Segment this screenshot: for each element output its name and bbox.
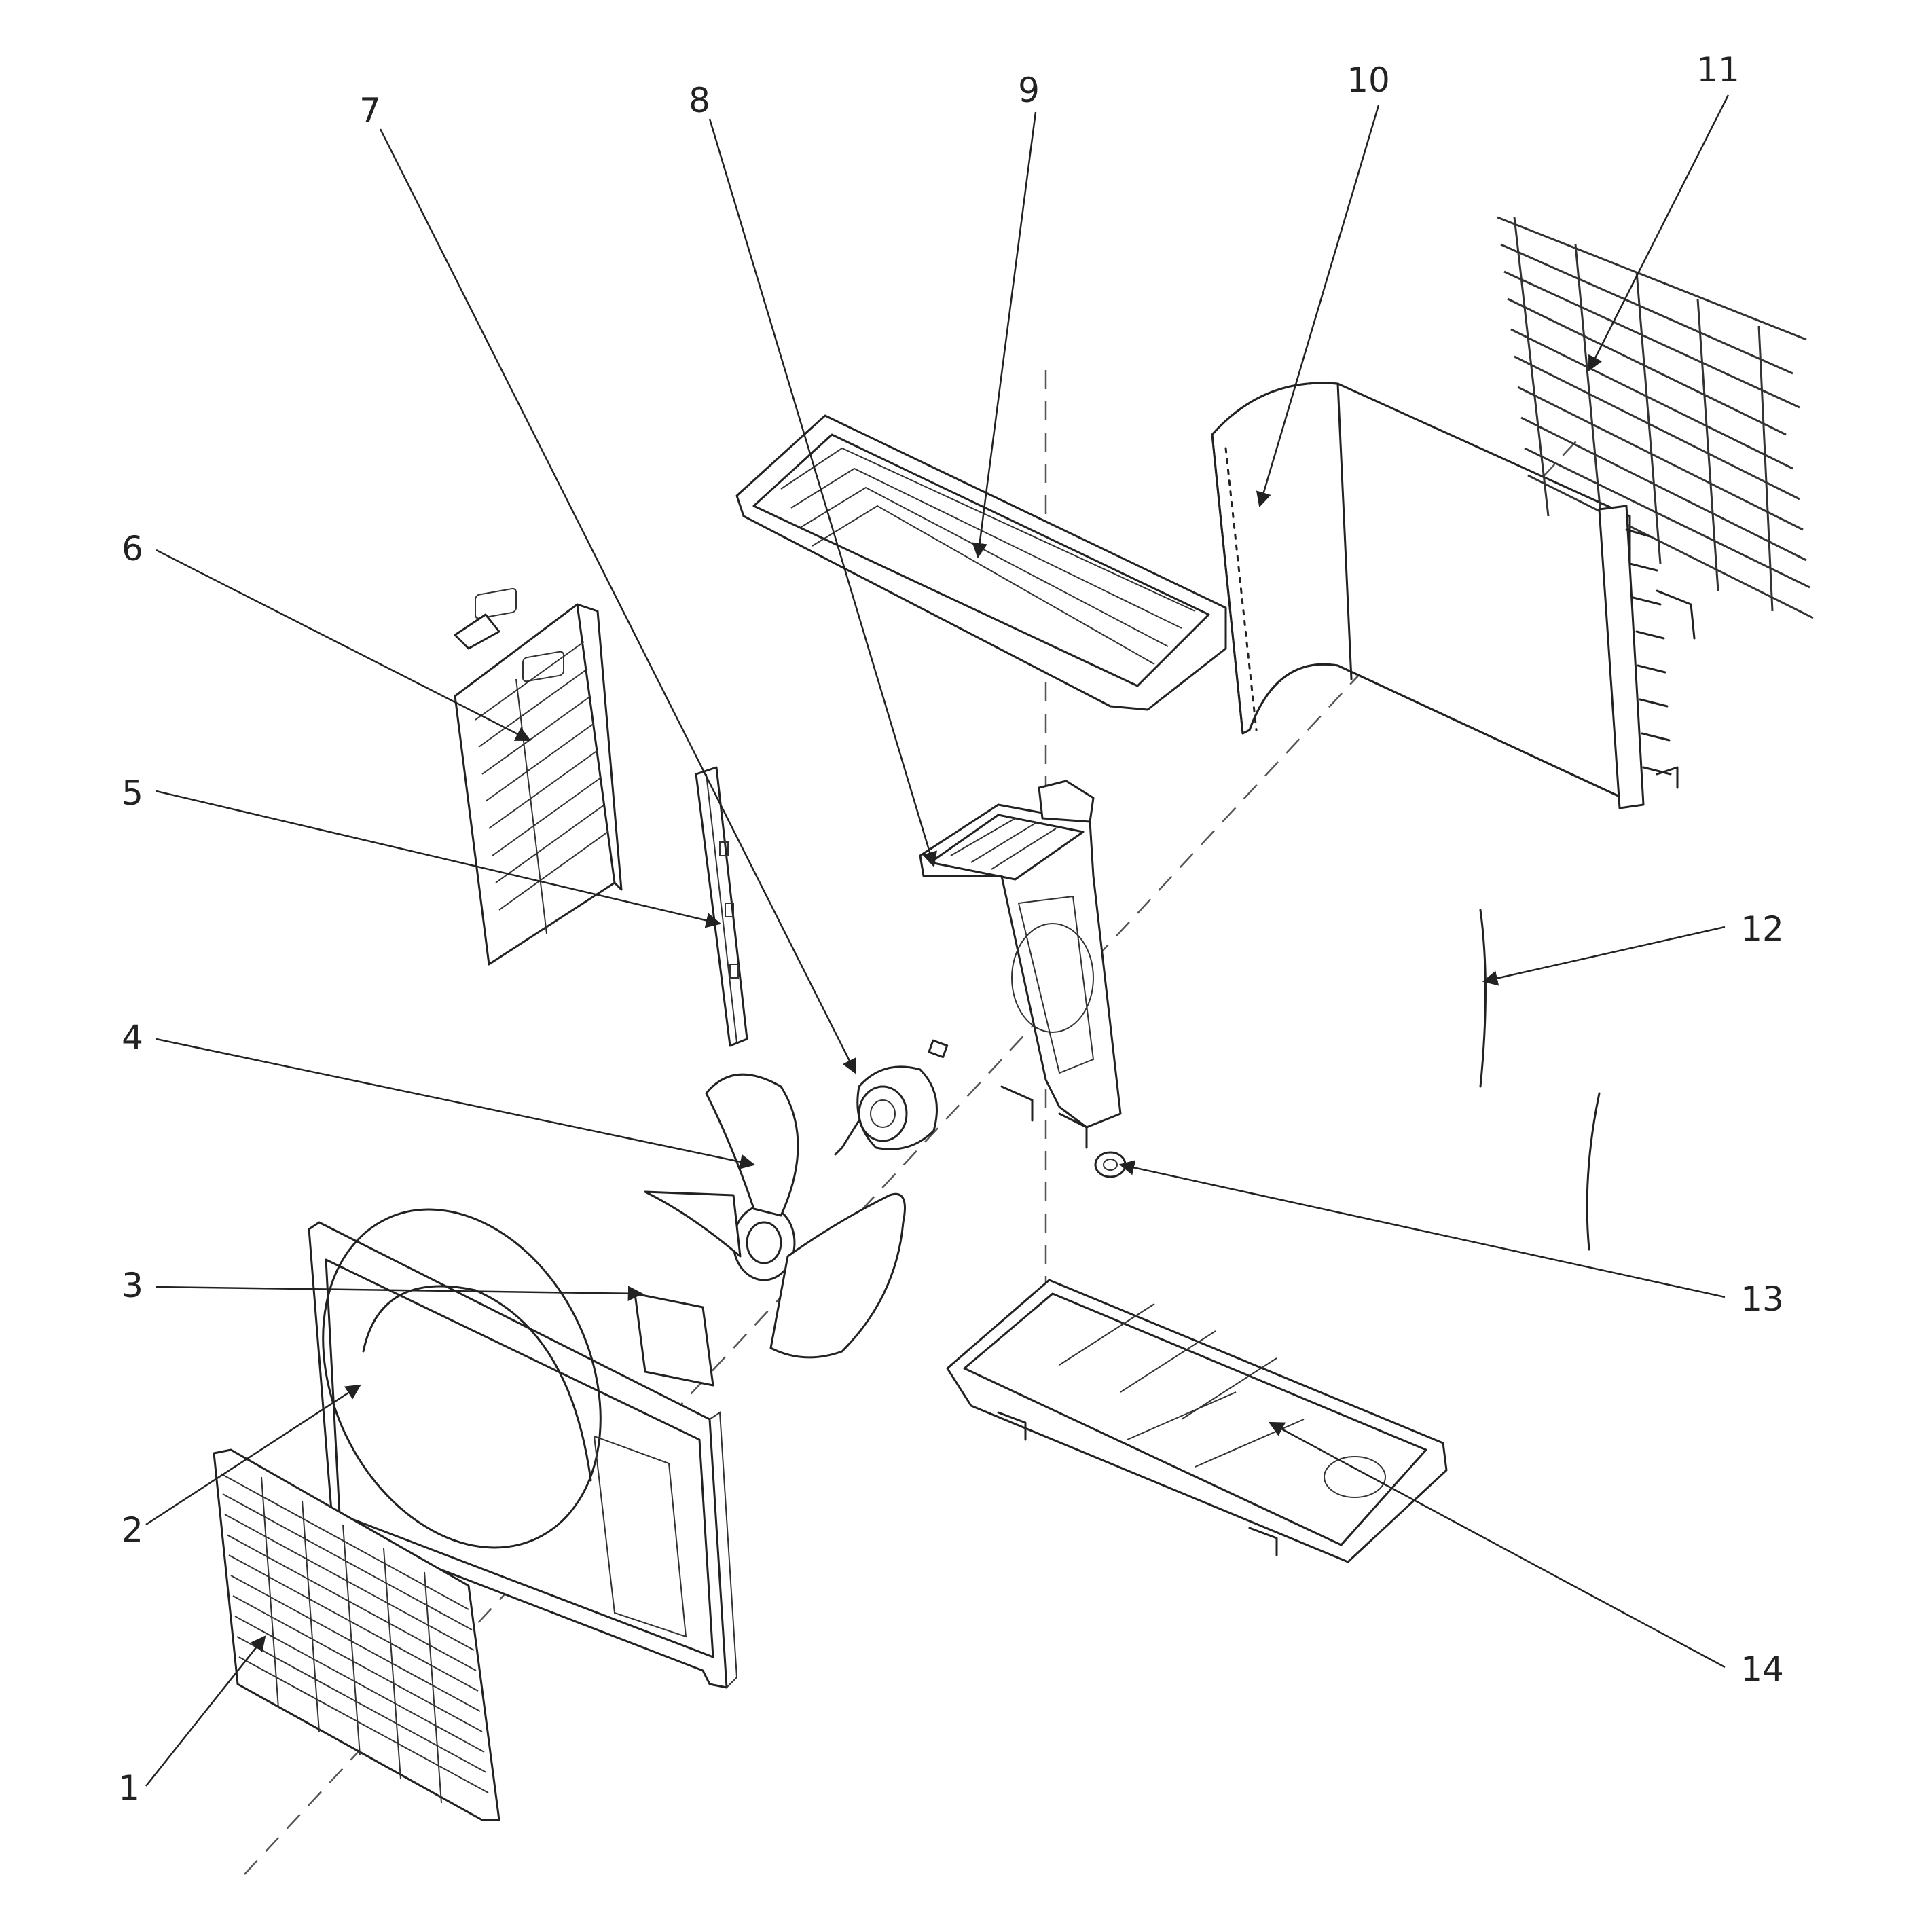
callout-9: 9 [1018,71,1040,110]
callout-2: 2 [122,1510,143,1550]
part-divider-strip [695,766,748,1047]
callout-8: 8 [689,81,710,120]
part-front-grille [213,1448,500,1821]
part-coil-tube-plate [1598,505,1696,809]
part-top-cover [735,414,1227,711]
part-rear-wire-guard [1497,216,1814,619]
part-motor-bracket [919,780,1122,1149]
callout-10: 10 [1347,60,1390,100]
part-base-pan [946,1279,1448,1563]
part-side-grille-panel [454,587,623,966]
callout-11: 11 [1696,50,1740,90]
leader-lines [145,94,1730,1787]
callout-4: 4 [122,1018,143,1057]
callout-5: 5 [122,773,143,813]
part-pipe-clips [1479,909,1601,1251]
part-label-plate [634,1292,714,1387]
callout-1: 1 [118,1768,140,1808]
callout-3: 3 [122,1266,143,1305]
callout-7: 7 [359,91,381,130]
part-condenser-coil [1211,382,1631,803]
part-fan-motor [834,1039,949,1156]
callout-6: 6 [122,529,143,568]
part-fan-blade [644,1073,906,1359]
callout-12: 12 [1740,909,1784,949]
callout-14: 14 [1740,1650,1784,1689]
callout-labels: 1 2 3 4 5 6 7 8 9 10 11 12 13 14 [118,50,1784,1808]
callout-13: 13 [1740,1279,1784,1319]
